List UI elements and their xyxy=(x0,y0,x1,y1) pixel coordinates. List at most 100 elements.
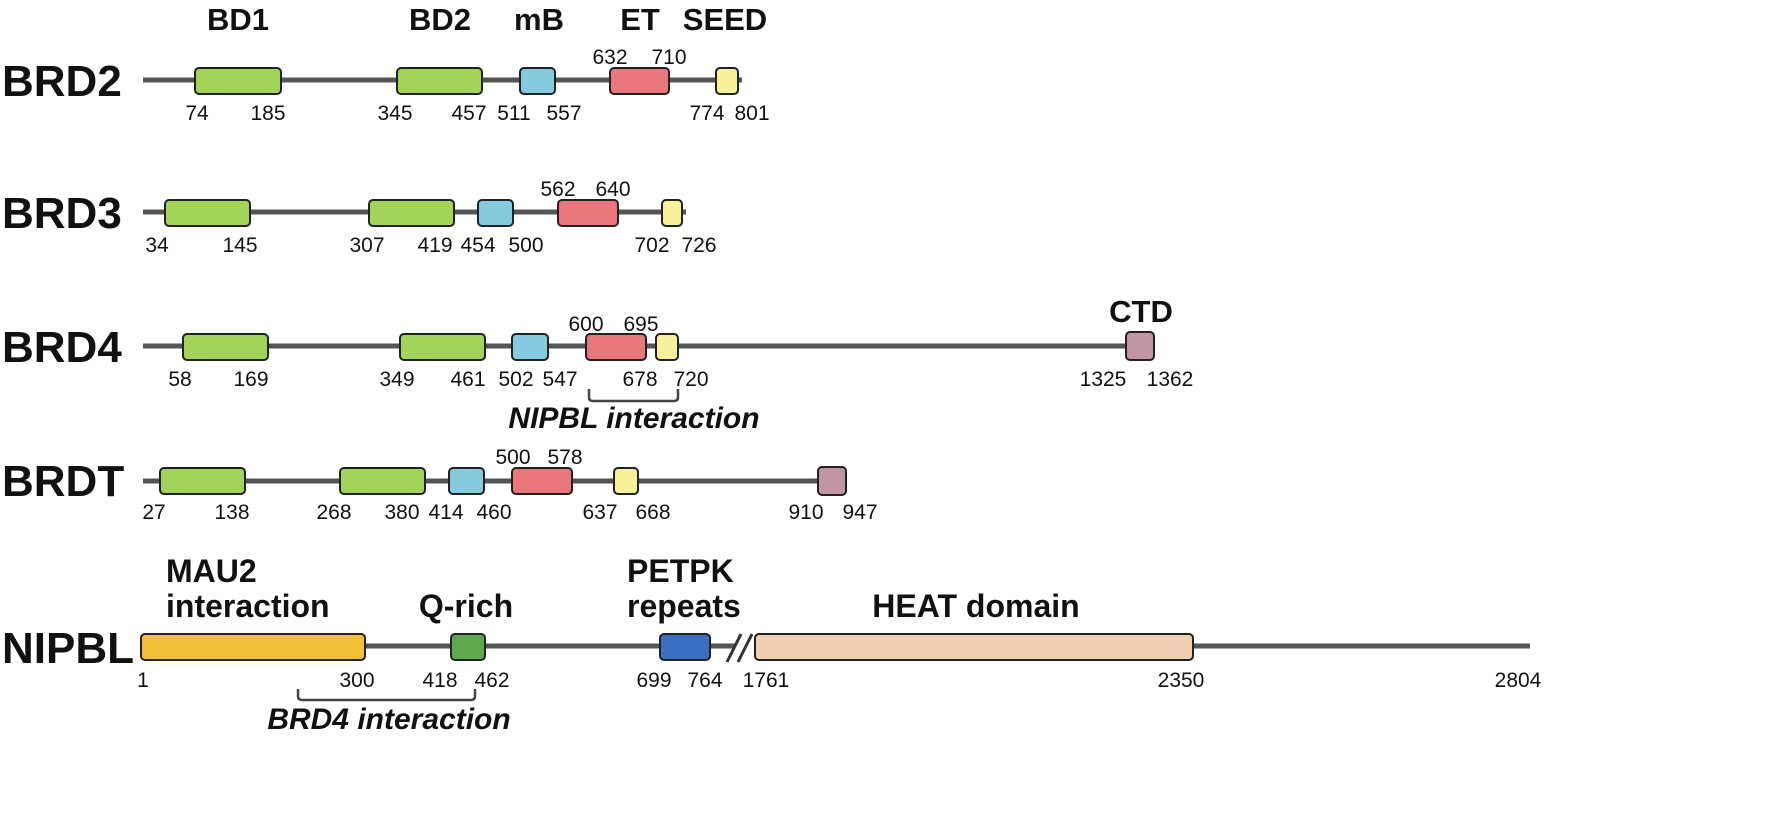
brdt-ctd-start: 910 xyxy=(788,501,823,524)
header-seed: SEED xyxy=(683,2,767,37)
nipbl-petpk-label-line2: repeats xyxy=(627,588,741,624)
brd3-seed-end: 726 xyxy=(681,234,716,257)
brd4-nipbl-interaction-label: NIPBL interaction xyxy=(508,402,759,435)
brd2-bd2-end: 457 xyxy=(451,102,486,125)
brd4-ctd-label: CTD xyxy=(1109,294,1173,329)
protein-name-nipbl: NIPBL xyxy=(2,624,134,673)
brd4-seed-end: 720 xyxy=(673,368,708,391)
brd2-bd1-end: 185 xyxy=(250,102,285,125)
brd4-mb-end: 547 xyxy=(542,368,577,391)
brd2-bd1-start: 74 xyxy=(185,102,209,125)
brd2-bd2-start: 345 xyxy=(377,102,412,125)
brd2-seed-domain xyxy=(715,67,739,95)
brd4-et-start: 600 xyxy=(568,313,603,336)
brd3-bd1-start: 34 xyxy=(145,234,169,257)
brd3-bd2-end: 419 xyxy=(417,234,452,257)
brdt-et-end: 578 xyxy=(547,446,582,469)
brd2-et-domain xyxy=(609,67,670,95)
brd2-mb-end: 557 xyxy=(546,102,581,125)
nipbl-petpk-label-line1: PETPK xyxy=(627,553,734,589)
brdt-bd1-end: 138 xyxy=(214,501,249,524)
protein-brd3: BRD3 34 145 307 419 454 500 562 640 702 … xyxy=(2,178,717,257)
brdt-seed-start: 637 xyxy=(582,501,617,524)
brd3-et-domain xyxy=(557,199,619,227)
brdt-mb-start: 414 xyxy=(428,501,463,524)
protein-name-brd3: BRD3 xyxy=(2,189,122,238)
nipbl-heat-label: HEAT domain xyxy=(872,588,1079,624)
brd2-et-end: 710 xyxy=(651,46,686,69)
brd4-bd2-start: 349 xyxy=(379,368,414,391)
header-bd1: BD1 xyxy=(207,2,269,37)
nipbl-pos-418: 418 xyxy=(422,669,457,692)
brd4-bd1-end: 169 xyxy=(233,368,268,391)
nipbl-mau2-domain xyxy=(140,633,366,661)
brd3-bd1-domain xyxy=(164,199,251,227)
header-mb: mB xyxy=(514,2,564,37)
brd4-ctd-end: 1362 xyxy=(1147,368,1194,391)
brd2-seed-end: 801 xyxy=(734,102,769,125)
brd2-mb-start: 511 xyxy=(497,102,530,125)
brd3-seed-start: 702 xyxy=(634,234,669,257)
protein-brd4: BRD4 CTD 58 169 349 461 502 547 600 695 … xyxy=(2,294,1193,435)
nipbl-brd4-interaction-label: BRD4 interaction xyxy=(267,703,510,736)
nipbl-petpk-domain xyxy=(659,633,711,661)
nipbl-pos-1761: 1761 xyxy=(743,669,790,692)
brd4-bd1-start: 58 xyxy=(168,368,191,391)
nipbl-heat-domain xyxy=(754,633,1194,661)
brd3-seed-domain xyxy=(661,199,683,227)
nipbl-brd4-interaction-bracket xyxy=(296,689,477,702)
nipbl-break-mark-right xyxy=(736,633,754,663)
brd3-bd2-domain xyxy=(368,199,455,227)
brd4-seed-start: 678 xyxy=(622,368,657,391)
brd3-mb-domain xyxy=(477,199,514,227)
brd4-bd2-domain xyxy=(399,333,486,361)
protein-name-brd2: BRD2 xyxy=(2,57,122,106)
protein-brd2: BRD2 74 185 345 457 511 557 632 710 774 … xyxy=(2,46,770,125)
brdt-ctd-domain xyxy=(817,466,847,496)
nipbl-mau2-label-line1: MAU2 xyxy=(166,553,257,589)
header-et: ET xyxy=(620,2,660,37)
brdt-et-domain xyxy=(511,467,573,495)
brdt-bd1-domain xyxy=(159,467,246,495)
brd4-ctd-start: 1325 xyxy=(1080,368,1127,391)
nipbl-pos-462: 462 xyxy=(474,669,509,692)
brd4-bd1-domain xyxy=(182,333,269,361)
brdt-seed-end: 668 xyxy=(635,501,670,524)
nipbl-qrich-domain xyxy=(450,633,486,661)
protein-name-brd4: BRD4 xyxy=(2,323,122,372)
brd3-et-start: 562 xyxy=(540,178,575,201)
nipbl-pos-699: 699 xyxy=(636,669,671,692)
brd4-et-end: 695 xyxy=(623,313,658,336)
brdt-bd1-start: 27 xyxy=(142,501,165,524)
nipbl-pos-2804: 2804 xyxy=(1495,669,1542,692)
brdt-et-start: 500 xyxy=(495,446,530,469)
brdt-ctd-end: 947 xyxy=(842,501,877,524)
brd2-et-start: 632 xyxy=(592,46,627,69)
brdt-mb-end: 460 xyxy=(476,501,511,524)
nipbl-pos-764: 764 xyxy=(687,669,722,692)
brd4-nipbl-interaction-bracket xyxy=(587,389,680,403)
header-bd2: BD2 xyxy=(409,2,471,37)
brdt-bd2-end: 380 xyxy=(384,501,419,524)
protein-nipbl: NIPBL MAU2 interaction Q-rich PETPK repe… xyxy=(2,553,1542,736)
brd2-mb-domain xyxy=(519,67,556,95)
domain-headers: BD1 BD2 mB ET SEED xyxy=(207,2,767,37)
protein-name-brdt: BRDT xyxy=(2,457,124,506)
nipbl-pos-300: 300 xyxy=(339,669,374,692)
brd3-bd2-start: 307 xyxy=(349,234,384,257)
brd3-et-end: 640 xyxy=(595,178,630,201)
brd3-bd1-end: 145 xyxy=(222,234,257,257)
brd2-bd2-domain xyxy=(396,67,483,95)
brd4-mb-start: 502 xyxy=(498,368,533,391)
protein-brdt: BRDT 27 138 268 380 414 460 500 578 637 … xyxy=(2,446,878,524)
brd2-seed-start: 774 xyxy=(689,102,724,125)
nipbl-break-mark-left xyxy=(725,633,743,663)
brd4-et-domain xyxy=(585,333,647,361)
brdt-bd2-domain xyxy=(339,467,426,495)
nipbl-mau2-label-line2: interaction xyxy=(166,588,330,624)
brdt-bd2-start: 268 xyxy=(316,501,351,524)
brd4-bd2-end: 461 xyxy=(450,368,485,391)
nipbl-pos-1: 1 xyxy=(137,669,149,692)
brd4-mb-domain xyxy=(511,333,549,361)
